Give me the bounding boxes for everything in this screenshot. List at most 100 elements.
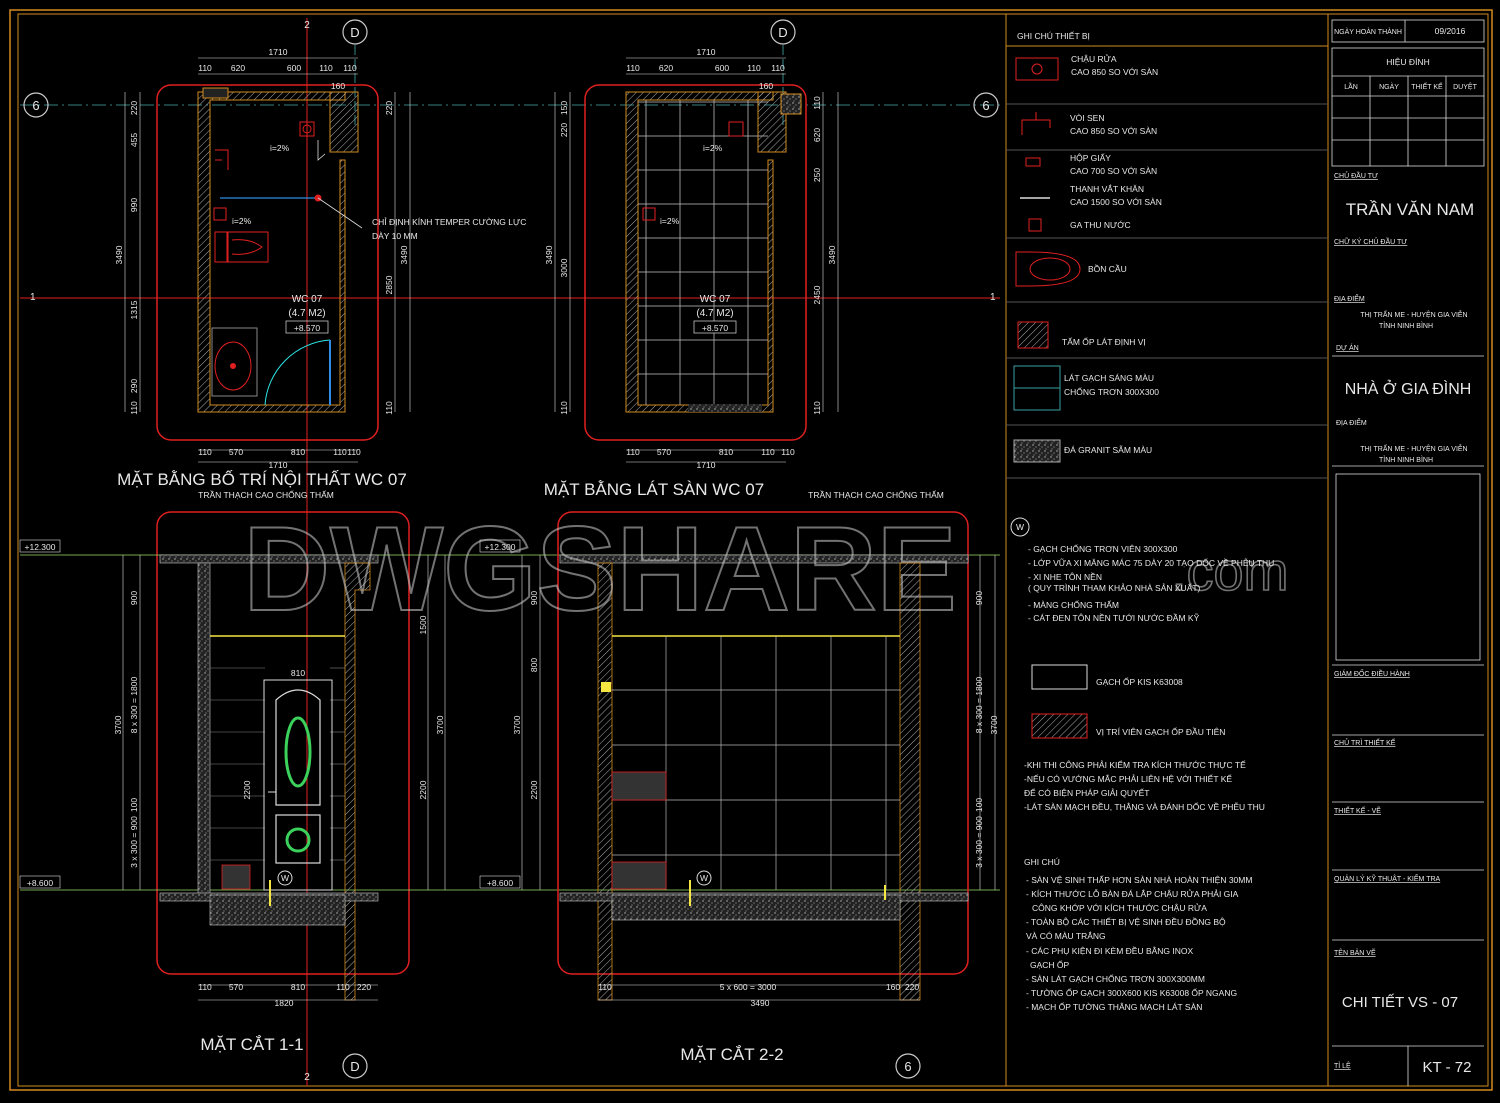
plan1-left-dim-2: 455: [129, 133, 139, 147]
grid-label-1-left: 1: [30, 292, 36, 303]
floor-drain-icon: [1028, 218, 1042, 232]
plan1-level: +8.570: [294, 323, 321, 333]
tb-loc-2: THỊ TRẤN ME - HUYỆN GIA VIỄN: [1360, 443, 1467, 453]
plan1-right-dim-1: 220: [384, 101, 394, 115]
sec1-door-width: 810: [291, 668, 305, 678]
section-1-1: W: [20, 511, 1000, 1001]
legend-item-8-l2: CHỐNG TRƠN 300X300: [1064, 386, 1159, 397]
legend-panel: [1006, 45, 1328, 739]
plan1-top-dim-2: 620: [231, 63, 245, 73]
plan1-bottom-dim-4: 110: [333, 447, 347, 457]
legend-warn-1: -KHI THI CÔNG PHẢI KIỂM TRA KÍCH THƯỚC T…: [1024, 759, 1246, 770]
plan2-right-dim-5: 2450: [812, 285, 822, 304]
plan1-left-dim-5: 290: [129, 379, 139, 393]
paper-box-icon: [1025, 157, 1041, 167]
tb-loc-2b: TỈNH NINH BÌNH: [1379, 455, 1433, 464]
tb-sheet-label: TÊN BẢN VẼ: [1334, 948, 1376, 957]
sec2-bottom-dim-3: 160: [886, 982, 900, 992]
sec1-left-dim-1: 900: [129, 591, 139, 605]
sec1-left-dim-2: 3700: [113, 715, 123, 734]
legend-warn-4: -LÁT SÀN MẠCH ĐỀU, THẲNG VÀ ĐÁNH DỐC VỀ …: [1024, 801, 1265, 812]
sec1-title: MẶT CẮT 1-1: [200, 1035, 303, 1054]
tb-chief: CHỦ TRÌ THIẾT KẾ: [1334, 737, 1396, 747]
legend-item-4-l1: THANH VẮT KHĂN: [1070, 184, 1144, 194]
plan1-top-dim-5: 110: [343, 63, 357, 73]
plan2-bottom-dim-3: 810: [719, 447, 733, 457]
legend-note-8: - SÀN LÁT GẠCH CHỐNG TRƠN 300X300MM: [1026, 973, 1205, 984]
tb-loc-label: ĐỊA ĐIỂM: [1334, 294, 1365, 303]
sec1-level-top: +12.300: [25, 542, 56, 552]
plan-floor-tiling: [584, 84, 807, 441]
shower-icon: [1021, 112, 1051, 135]
plan1-bottom-dim-2: 570: [229, 447, 243, 457]
plan1-slope-1: i=2%: [270, 143, 290, 153]
plan2-left-dim-5: 110: [559, 401, 569, 415]
sec2-left-dim-3: 800: [529, 658, 539, 672]
legend-note-1: - SÀN VỆ SINH THẤP HƠN SÀN NHÀ HOÀN THIỆ…: [1026, 875, 1252, 885]
sec1-mid-dim-2: 3700: [435, 715, 445, 734]
plan2-slope-2: i=2%: [660, 216, 680, 226]
legend-item-7: TẤM ỐP LÁT ĐỊNH VỊ: [1062, 336, 1146, 347]
grid-bubble-6-right: 6: [973, 92, 999, 118]
tb-rev-col-2: NGÀY: [1379, 82, 1399, 91]
sec2-bottom-dim-1: 110: [598, 982, 612, 992]
sec1-left-dim-4: 100: [129, 798, 139, 812]
legend-warn-2: -NẾU CÓ VƯỚNG MẮC PHẢI LIÊN HỆ VỚI THIẾT…: [1024, 773, 1232, 784]
plan1-top-dim-1: 110: [198, 63, 212, 73]
tb-loc2-label: ĐỊA ĐIỂM: [1336, 418, 1367, 427]
plan1-dim-lines: [124, 57, 411, 463]
plan2-level: +8.570: [702, 323, 729, 333]
plan2-top-dim-4: 110: [747, 63, 761, 73]
legend-item-1-l2: CAO 850 SO VỚI SÀN: [1071, 67, 1158, 77]
plan2-bottom-dim-4: 110: [761, 447, 775, 457]
tb-project-label: DỰ ÁN: [1336, 343, 1359, 352]
legend-item-3-l1: HỘP GIẤY: [1070, 153, 1111, 163]
sec1-bottom-dim-5: 220: [357, 982, 371, 992]
basin-icon: [1015, 57, 1059, 81]
legend-item-3-l2: CAO 700 SO VỚI SÀN: [1070, 166, 1157, 176]
plan1-bottom-dim-3: 810: [291, 447, 305, 457]
sec2-bottom-dim-2: 5 x 600 = 3000: [720, 982, 777, 992]
plan1-left-dim-6: 110: [129, 401, 139, 415]
tb-sheet-number: KT - 72: [1423, 1059, 1472, 1076]
legend-item-4-l2: CAO 1500 SO VỚI SÀN: [1070, 197, 1162, 207]
svg-text:6: 6: [32, 98, 39, 113]
plan1-left-total: 3490: [114, 245, 124, 264]
tb-designer: THIẾT KẾ - VẼ: [1334, 805, 1381, 815]
grid-bubble-d-bottom: D: [342, 1053, 368, 1079]
sec2-bottom-dim-4: 220: [905, 982, 919, 992]
tb-rev-col-1: LẦN: [1344, 81, 1358, 91]
plan1-room-name: WC 07: [292, 294, 323, 305]
legend-note-10: - MẠCH ỐP TƯỜNG THẲNG MẠCH LÁT SÀN: [1026, 1001, 1202, 1012]
sec2-right-dim-1: 900: [974, 591, 984, 605]
legend-note-9: - TƯỜNG ỐP GẠCH 300X600 KIS K63008 ỐP NG…: [1026, 987, 1237, 998]
sec1-door-height: 2200: [242, 780, 252, 799]
legend-header: GHI CHÚ THIẾT BỊ: [1017, 31, 1090, 41]
sec1-bottom-dim-2: 570: [229, 982, 243, 992]
sec1-bottom-dim-4: 110: [336, 982, 350, 992]
plan2-bottom-dim-1: 110: [626, 447, 640, 457]
watermark-suffix: .com: [1171, 542, 1288, 602]
sec1-left-dim-5: 3 x 300 = 900: [129, 816, 139, 868]
plan2-room-name: WC 07: [700, 294, 731, 305]
plan2-bottom-total: 1710: [697, 460, 716, 470]
grid-label-2-top: 2: [304, 20, 310, 31]
legend-item-9: ĐÁ GRANIT SẪM MÀU: [1064, 444, 1152, 455]
sec1-bottom-dim-3: 810: [291, 982, 305, 992]
legend-layer-4: ( QUY TRÌNH THAM KHẢO NHÀ SẢN XUẤT): [1028, 582, 1201, 593]
tb-revision: HIỆU ĐÍNH: [1386, 57, 1429, 67]
plan1-top-total: 1710: [269, 47, 288, 57]
plan2-left-dim-3: 3490: [544, 245, 554, 264]
legend-layer-6: - CÁT ĐEN TÔN NỀN TƯỚI NƯỚC ĐẦM KỸ: [1028, 613, 1200, 623]
tb-project: NHÀ Ở GIA ĐÌNH: [1345, 379, 1472, 398]
tb-director: GIÁM ĐỐC ĐIỀU HÀNH: [1334, 668, 1410, 678]
svg-text:D: D: [350, 1059, 359, 1074]
grid-bubble-6-bottom: 6: [895, 1053, 921, 1079]
inner-frame: [17, 13, 1489, 1087]
first-tile-icon: [1031, 713, 1088, 739]
legend-note-6: - CÁC PHỤ KIỆN ĐI KÈM ĐỀU BẰNG INOX: [1026, 946, 1194, 956]
svg-text:W: W: [281, 873, 289, 883]
plan2-right-dim-6: 110: [812, 401, 822, 415]
plan2-top-dim-3: 600: [715, 63, 729, 73]
titleblock-grid: [1331, 19, 1485, 1086]
